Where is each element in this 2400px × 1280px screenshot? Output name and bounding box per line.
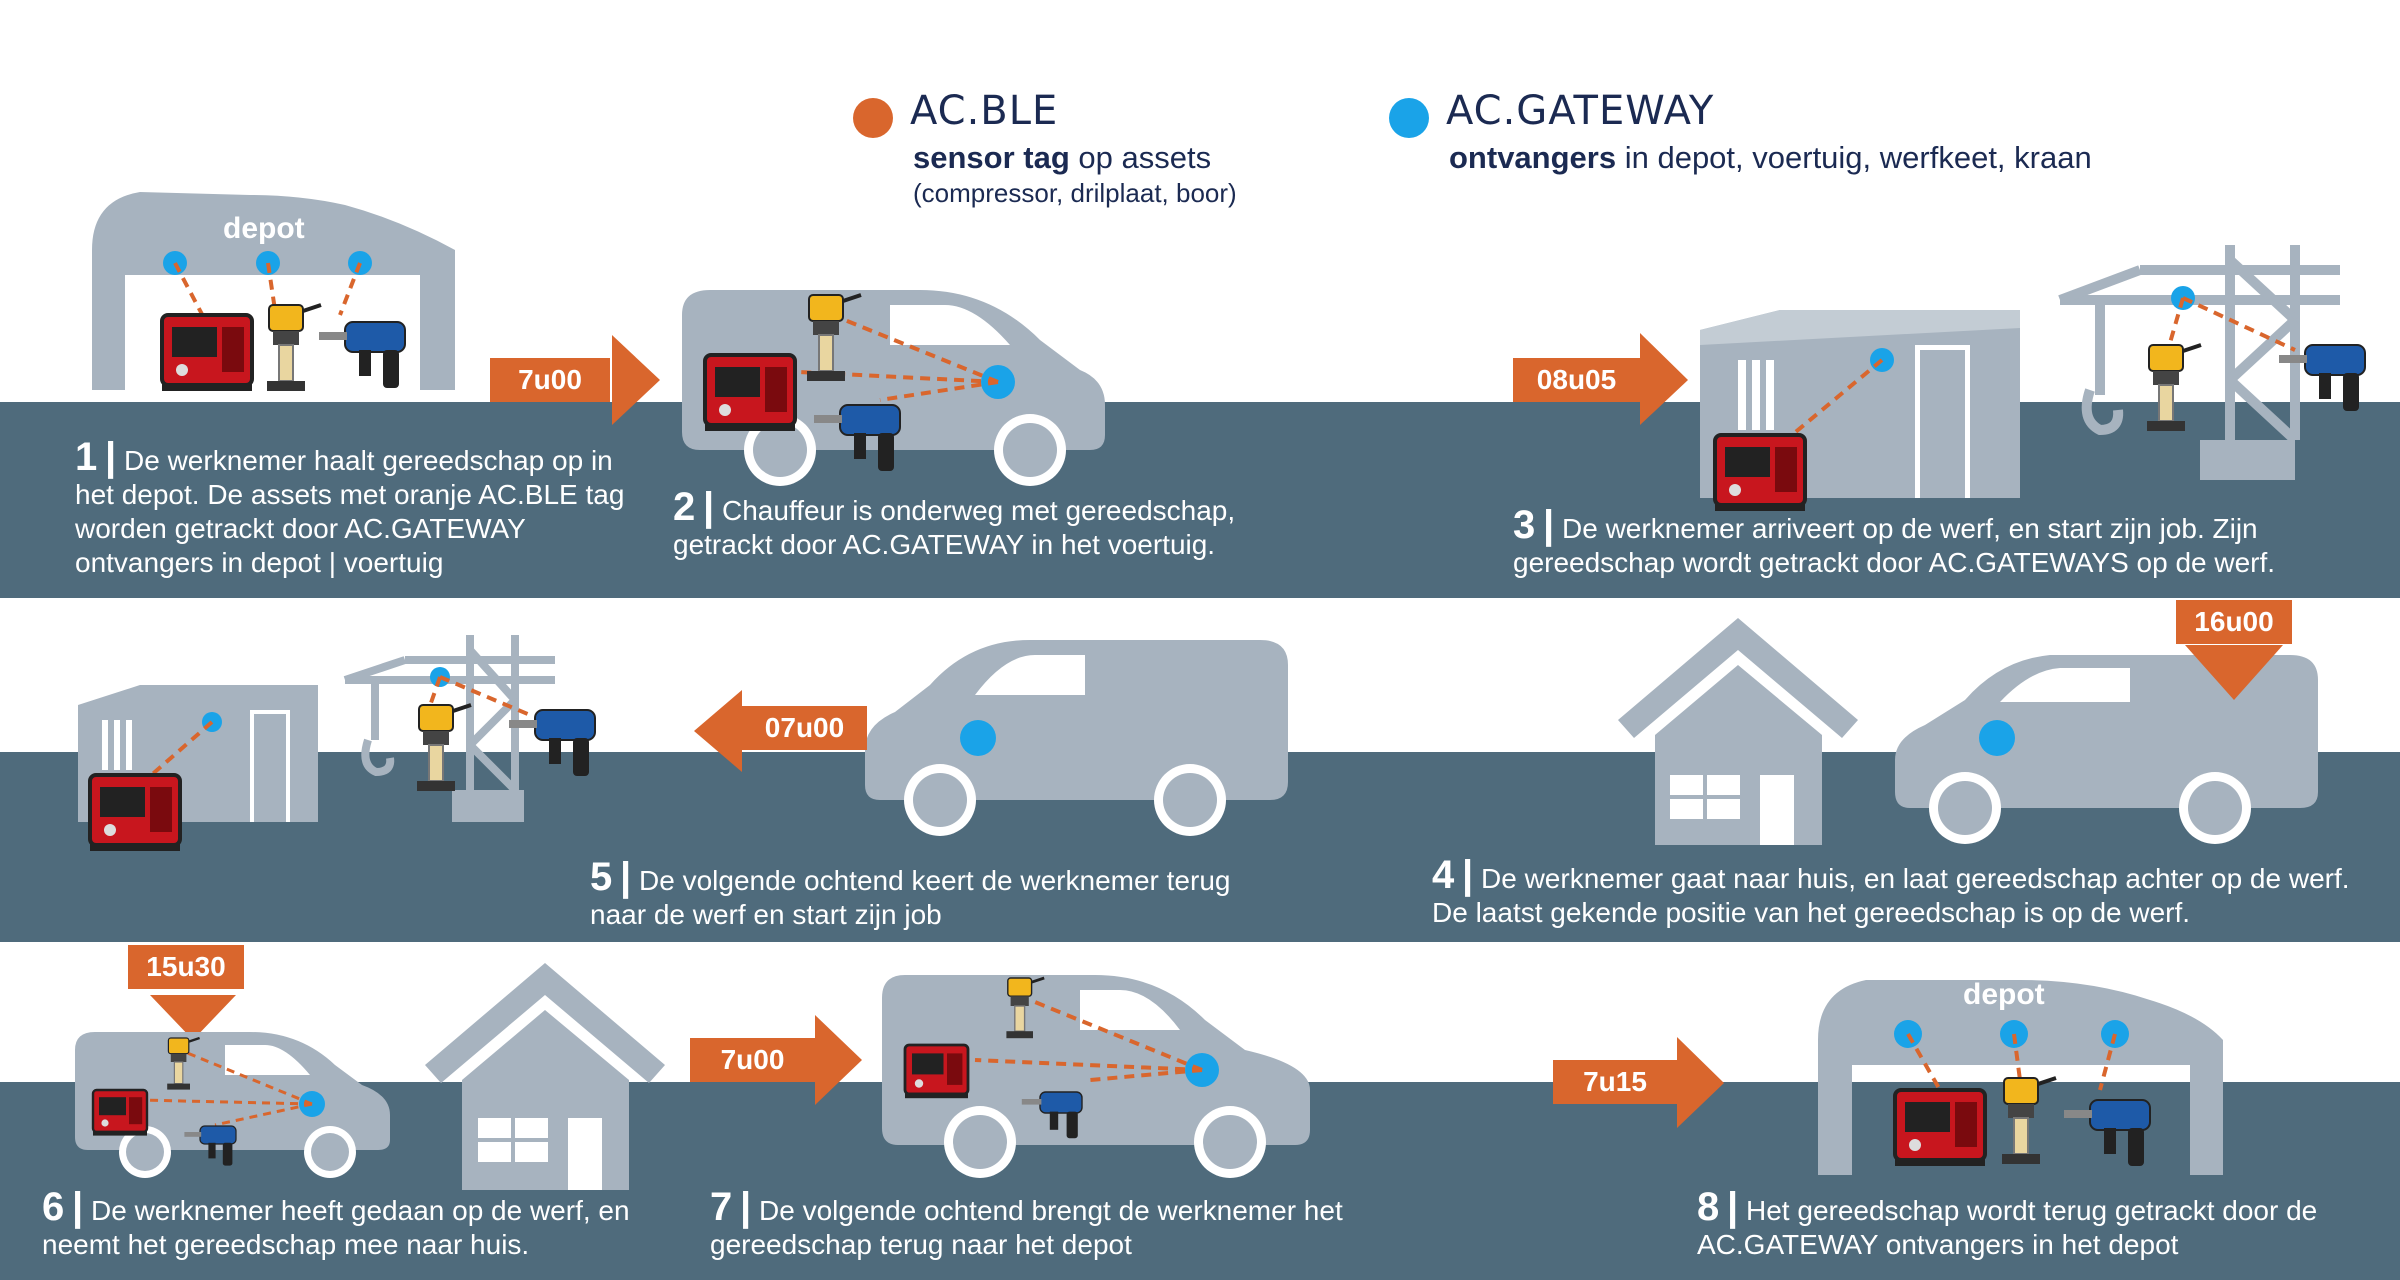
- step-7: 7 | De volgende ochtend brengt de werkne…: [710, 1185, 1343, 1260]
- step-1: 1 | De werknemer haalt gereedschap op in…: [75, 435, 625, 578]
- time-badge: 7u00: [690, 1038, 815, 1082]
- legend-gateway-title: AC.GATEWAY: [1446, 88, 1715, 134]
- legend-ble-note: (compressor, drilplaat, boor): [913, 178, 1237, 208]
- time-badge: 15u30: [128, 945, 244, 989]
- house-icon: [425, 963, 665, 1190]
- time-badge: 08u05: [1513, 358, 1640, 402]
- time-badge: 7u15: [1553, 1060, 1677, 1104]
- step-3: 3 | De werknemer arriveert op de werf, e…: [1513, 503, 2276, 578]
- drill-icon: [508, 709, 596, 777]
- drill-icon: [2063, 1099, 2151, 1167]
- generator-icon: [903, 1043, 970, 1100]
- step-5: 5 | De volgende ochtend keert de werknem…: [590, 855, 1231, 930]
- time-badge: 7u00: [490, 358, 610, 402]
- step-8: 8 | Het gereedschap wordt terug getrackt…: [1697, 1185, 2318, 1260]
- ble-dot-icon: [853, 98, 893, 138]
- van-icon: [882, 975, 1310, 1178]
- van-icon: [75, 1032, 390, 1178]
- legend-gateway-sub: ontvangers in depot, voertuig, werfkeet,…: [1449, 140, 2092, 175]
- arrow-down-icon: [2185, 645, 2283, 700]
- depot-label: depot: [223, 212, 305, 245]
- crane-hook-icon: [361, 738, 395, 777]
- depot-icon: [92, 192, 455, 390]
- depot-label: depot: [1963, 978, 2045, 1011]
- gateway-dot-icon: [1979, 720, 2015, 756]
- generator-icon: [1713, 433, 1807, 513]
- step-6: 6 | De werknemer heeft gedaan op de werf…: [42, 1185, 630, 1260]
- crane-icon: [343, 635, 555, 793]
- generator-icon: [91, 1088, 149, 1137]
- time-badge: 07u00: [742, 706, 867, 750]
- plate-compactor-icon: [2000, 1076, 2058, 1166]
- time-badge: 16u00: [2176, 600, 2292, 644]
- arrow-right-icon: [1640, 333, 1688, 425]
- crane-base: [2200, 440, 2295, 480]
- van-icon: [865, 640, 1288, 836]
- arrow-right-icon: [815, 1015, 862, 1105]
- van-icon: [1895, 655, 2318, 844]
- legend-ble-sub: sensor tag op assets: [913, 140, 1212, 175]
- arrow-left-icon: [694, 690, 742, 772]
- generator-icon: [1893, 1088, 1987, 1168]
- step-4: 4 | De werknemer gaat naar huis, en laat…: [1432, 853, 2350, 928]
- legend-ble-title: AC.BLE: [910, 88, 1059, 134]
- generator-icon: [160, 313, 254, 393]
- van-icon: [682, 290, 1105, 486]
- crane-base: [452, 790, 524, 822]
- plate-compactor-icon: [265, 303, 323, 393]
- drill-icon: [318, 321, 406, 389]
- plate-compactor-icon: [415, 703, 473, 793]
- gateway-dot-icon: [1389, 98, 1429, 138]
- crane-icon: [2058, 245, 2340, 444]
- arrow-down-icon: [150, 995, 236, 1040]
- generator-icon: [88, 773, 182, 853]
- gateway-dot-icon: [960, 720, 996, 756]
- arrow-right-icon: [1677, 1037, 1724, 1128]
- crane-hook-icon: [2081, 388, 2124, 436]
- step-2: 2 | Chauffeur is onderweg met gereedscha…: [673, 485, 1236, 560]
- arrow-right-icon: [612, 335, 660, 425]
- plate-compactor-icon: [2145, 343, 2203, 433]
- house-icon: [1618, 618, 1858, 845]
- generator-icon: [703, 353, 797, 433]
